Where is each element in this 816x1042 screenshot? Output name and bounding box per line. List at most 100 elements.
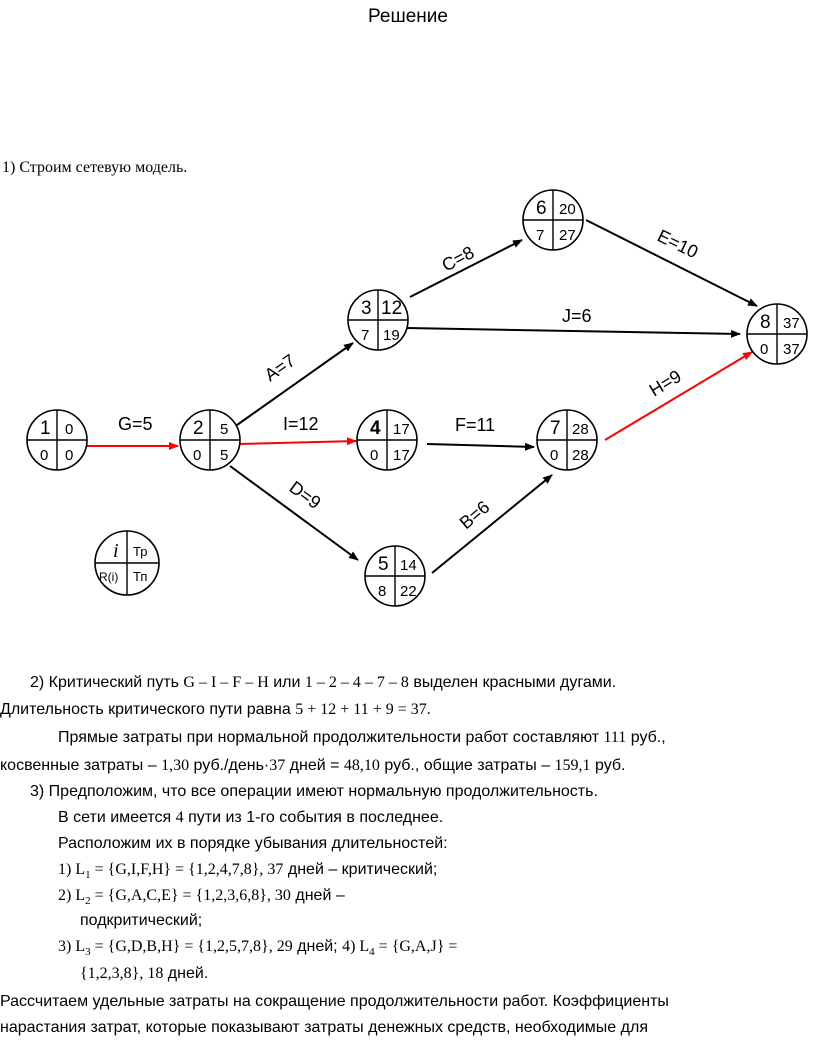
text-run: 48,10 (343, 757, 380, 774)
paragraph-unit-costs: Рассчитаем удельные затраты на сокращени… (0, 993, 669, 1010)
text-run: В сети имеется (58, 809, 176, 826)
page-title: Решение (368, 6, 448, 27)
text-run: руб., (626, 729, 666, 746)
edge-label-f: F=11 (455, 415, 495, 435)
text-run: 1 (85, 869, 91, 882)
paragraph-coefficients: нарастания затрат, которые показывают за… (0, 1019, 648, 1036)
text-run: 111 (603, 729, 627, 746)
node-4-tp: 17 (393, 447, 410, 464)
paragraph-assumption: 3) Предположим, что все операции имеют н… (30, 783, 598, 800)
node-8: 8 37 0 37 (746, 303, 808, 365)
edge-j: J=6 (406, 306, 741, 338)
node-7-id: 7 (550, 418, 561, 439)
text-run: руб./день· (189, 757, 270, 774)
text-run: 3) L (58, 938, 86, 955)
text-run: пути из 1-го события в последнее. (183, 809, 444, 826)
node-3-r: 7 (361, 327, 369, 344)
node-3-id: 3 (361, 298, 372, 319)
node-6-tr: 20 (559, 201, 576, 218)
node-6-r: 7 (536, 227, 544, 244)
text-run: G – I – F – H (183, 674, 269, 691)
edge-label-c: C=8 (438, 242, 477, 275)
node-8-id: 8 (760, 312, 771, 333)
text-run: 5 + 12 + 11 + 9 = 37. (295, 701, 431, 718)
paragraph-direct-costs: Прямые затраты при нормальной продолжите… (58, 728, 666, 748)
text-run: = {G,I,F,H} = {1,2,4,7,8}, 37 (90, 861, 284, 878)
node-2-tp: 5 (220, 447, 228, 464)
node-7-tr: 28 (572, 421, 589, 438)
text-run: 4) L (342, 938, 370, 955)
text-run: руб., общие затраты – (379, 757, 555, 774)
text-run: 1 – 2 – 4 – 7 – 8 (304, 674, 409, 691)
text-run: Длительность критического пути равна (0, 701, 296, 718)
text-run: 4 (369, 946, 375, 959)
path-l4-continued: {1,2,3,8}, 18 дней. (80, 964, 208, 984)
text-run: или (268, 674, 305, 691)
path-l2-continued: подкритический; (80, 912, 203, 929)
text-run: дней – критический; (283, 861, 438, 878)
text-run: 159,1 (554, 757, 591, 774)
path-l3-l4: 3) L3 = {G,D,B,H} = {1,2,5,7,8}, 29 дней… (58, 937, 457, 962)
node-4-r: 0 (370, 447, 378, 464)
text-run: {1,2,3,8}, 18 (80, 965, 164, 982)
node-4-tr: 17 (393, 421, 410, 438)
edge-label-g: G=5 (118, 414, 153, 434)
node-3-tp: 19 (383, 327, 400, 344)
legend-i: i (113, 540, 119, 562)
text-run: 4 (175, 809, 184, 826)
node-5-tr: 14 (400, 557, 417, 574)
node-5-tp: 22 (400, 583, 417, 600)
text-run: 37 (269, 757, 286, 774)
edge-label-j: J=6 (562, 306, 592, 326)
text-run: выделен красными дугами. (408, 674, 617, 691)
text-run: = {G,D,B,H} = {1,2,5,7,8}, 29 (90, 938, 293, 955)
edge-e: E=10 (585, 219, 758, 307)
edge-d: D=9 (229, 465, 359, 561)
legend-tr: Тр (133, 544, 147, 559)
node-3-tr: 12 (381, 298, 402, 319)
legend-r: R(i) (99, 570, 118, 584)
path-l1: 1) L1 = {G,I,F,H} = {1,2,4,7,8}, 37 дней… (58, 860, 437, 885)
text-run: 1) L (58, 861, 86, 878)
edge-label-d: D=9 (286, 477, 325, 513)
node-4: 4 17 0 17 (356, 409, 418, 471)
node-2: 2 5 0 5 (179, 409, 241, 471)
edge-label-a: A=7 (261, 350, 299, 385)
node-6: 6 20 7 27 (522, 189, 584, 251)
legend-tp: Тп (133, 569, 147, 584)
node-7-r: 0 (550, 447, 558, 464)
node-1-r: 0 (40, 447, 48, 464)
step-1-heading: 1) Строим сетевую модель. (2, 159, 188, 176)
edge-i: I=12 (237, 414, 357, 446)
edge-g: G=5 (85, 414, 179, 450)
node-7: 7 28 0 28 (536, 409, 598, 471)
edge-b: B=6 (431, 474, 553, 574)
text-run: 2 (85, 895, 91, 908)
text-run: дней. (163, 965, 209, 982)
paragraph-indirect-costs: косвенные затраты – 1,30 руб./день·37 дн… (0, 756, 626, 776)
edge-h: H=9 (604, 351, 753, 441)
text-run: 2) L (58, 887, 86, 904)
text-run: руб. (590, 757, 626, 774)
paragraph-ordering: Расположим их в порядке убывания длитель… (58, 835, 448, 852)
node-2-r: 0 (193, 447, 201, 464)
text-run: Прямые затраты при нормальной продолжите… (58, 729, 604, 746)
node-1: 1 0 0 0 (26, 409, 88, 471)
node-7-tp: 28 (572, 447, 589, 464)
text-run: 1,30 (161, 757, 190, 774)
node-5: 5 14 8 22 (364, 545, 426, 607)
node-1-id: 1 (40, 418, 51, 439)
node-8-r: 0 (760, 341, 768, 358)
node-2-id: 2 (193, 418, 204, 439)
text-run: дней = (285, 757, 344, 774)
node-5-r: 8 (378, 583, 386, 600)
node-6-tp: 27 (559, 227, 576, 244)
paragraph-critical-path: 2) Критический путь G – I – F – H или 1 … (30, 673, 616, 693)
paragraph-path-count: В сети имеется 4 пути из 1-го события в … (58, 808, 443, 828)
edge-f: F=11 (426, 415, 535, 451)
paragraph-duration: Длительность критического пути равна 5 +… (0, 700, 431, 720)
path-l2: 2) L2 = {G,A,C,E} = {1,2,3,6,8}, 30 дней… (58, 886, 345, 911)
node-8-tp: 37 (783, 341, 800, 358)
node-3: 3 12 7 19 (347, 289, 409, 351)
legend-node: i Тр R(i) Тп (94, 530, 160, 596)
